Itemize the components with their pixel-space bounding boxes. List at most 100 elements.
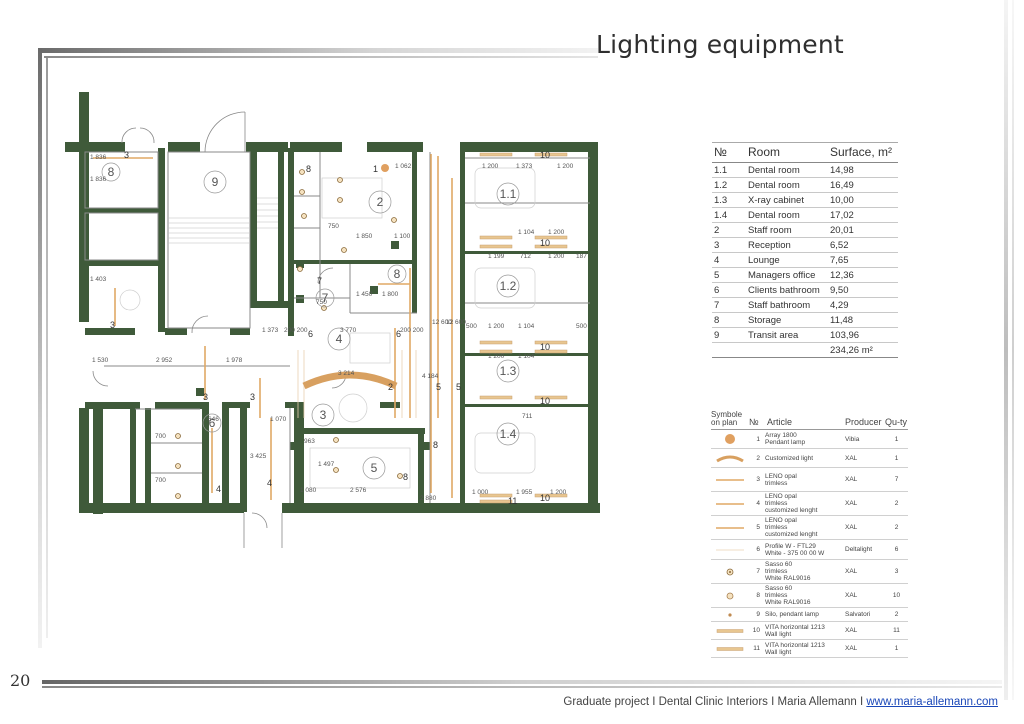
article-line: White - 375 00 00 W xyxy=(765,549,825,557)
plan-walls xyxy=(65,92,600,514)
dimension: 1 199 xyxy=(488,253,505,260)
floor-plan: 9 8 2 1.1 1.2 1.3 1.4 3 4 5 6 7 8 3 8 1 … xyxy=(65,92,600,548)
article-line: Sasso 60 xyxy=(765,561,793,568)
equipment-number: 3 xyxy=(756,476,760,483)
equipment-number: 6 xyxy=(756,546,760,553)
frame-line-right-inner xyxy=(1012,0,1014,700)
room-number: 7 xyxy=(712,297,746,313)
dimension: 1 200 xyxy=(557,163,574,170)
room-name: Dental room xyxy=(746,162,828,178)
fixture-tag: 10 xyxy=(540,238,550,248)
dimension: 12 600 xyxy=(446,319,466,326)
article-line: Profile W - FTL29 xyxy=(765,542,816,550)
article-line: trimless xyxy=(765,524,788,531)
room-label: 2 xyxy=(377,195,384,209)
dimension: 187 xyxy=(576,253,587,260)
dimension: 2 880 xyxy=(420,495,437,502)
fixture-tag: 8 xyxy=(306,164,311,174)
equipment-producer: XAL xyxy=(845,568,858,575)
dimension: 1 200 xyxy=(548,253,565,260)
fixture-tag: 6 xyxy=(396,329,401,339)
room-name: X-ray cabinet xyxy=(746,192,828,208)
room-surface: 16,49 xyxy=(828,177,898,193)
equipment-quantity: 1 xyxy=(894,435,899,443)
dimension: 200 200 xyxy=(400,327,424,334)
fixture-tag: 7 xyxy=(317,276,322,286)
article-line: trimless xyxy=(765,592,788,599)
equipment-quantity: 1 xyxy=(894,645,899,652)
dimension: 2 952 xyxy=(156,357,173,364)
room-label: 9 xyxy=(212,175,219,189)
room-number: 8 xyxy=(712,312,746,328)
room-label: 4 xyxy=(336,332,343,346)
fixture-tag: 5 xyxy=(436,382,441,392)
frame-line-top xyxy=(38,48,598,53)
plan-curved-light xyxy=(302,371,398,390)
plan-furniture xyxy=(119,167,536,489)
table-total-row: 234,26 m² xyxy=(712,342,898,358)
frame-line-top-inner xyxy=(44,56,598,58)
dimension: 1 497 xyxy=(318,461,335,468)
article-line: VITA horizontal 1213 xyxy=(765,641,825,649)
equipment-producer: Salvatori xyxy=(845,611,871,618)
room-label: 8 xyxy=(394,267,401,281)
room-number: 6 xyxy=(712,282,746,298)
equipment-article: Silo, pendant lamp xyxy=(763,611,845,618)
frame-line-left xyxy=(38,48,42,648)
dimension: 700 xyxy=(155,477,166,484)
equipment-number: 11 xyxy=(753,645,760,652)
dimension: 1 530 xyxy=(92,357,109,364)
room-label: 8 xyxy=(108,165,115,179)
equipment-number: 7 xyxy=(756,568,760,575)
total-surface: 234,26 m² xyxy=(828,342,898,358)
room-label: 1.3 xyxy=(500,364,517,378)
dimension: 1 104 xyxy=(518,229,535,236)
room-number: 3 xyxy=(712,237,746,253)
room-surface: 17,02 xyxy=(828,207,898,223)
dimension: 712 xyxy=(520,253,531,260)
website-link[interactable]: www.maria-allemann.com xyxy=(866,696,998,708)
room-surface: 12,36 xyxy=(828,267,898,283)
article-line: White RAL9016 xyxy=(765,599,811,606)
fixture-tag: 10 xyxy=(540,493,550,503)
frame-line-bottom-inner xyxy=(42,686,1002,688)
article-line: White RAL9016 xyxy=(765,575,811,582)
fixture-tag: 6 xyxy=(308,329,313,339)
dimension: 963 xyxy=(304,438,315,445)
dimension: 12 600 xyxy=(432,319,452,326)
article-line: trimless xyxy=(765,500,788,507)
room-name: Transit area xyxy=(746,327,828,343)
page-title: Lighting equipment xyxy=(596,30,844,59)
equipment-quantity: 7 xyxy=(894,476,899,483)
equipment-producer: XAL xyxy=(845,645,858,652)
equipment-producer: Vibia xyxy=(845,435,860,443)
article-line: Wall light xyxy=(765,648,792,656)
plan-linear-lights xyxy=(93,154,453,500)
dimension: 750 xyxy=(328,223,339,230)
room-surface: 4,29 xyxy=(828,297,898,313)
dimension: 1 200 xyxy=(550,489,567,496)
room-name: Dental room xyxy=(746,207,828,223)
page-number: 20 xyxy=(10,671,31,690)
room-number: 5 xyxy=(712,267,746,283)
dimension: 1 450 xyxy=(356,291,373,298)
dimension: 750 xyxy=(316,299,327,306)
dimension: 1 800 xyxy=(382,291,399,298)
article-line: customized lenght xyxy=(765,507,818,514)
article-line: Silo, pendant lamp xyxy=(765,611,819,618)
